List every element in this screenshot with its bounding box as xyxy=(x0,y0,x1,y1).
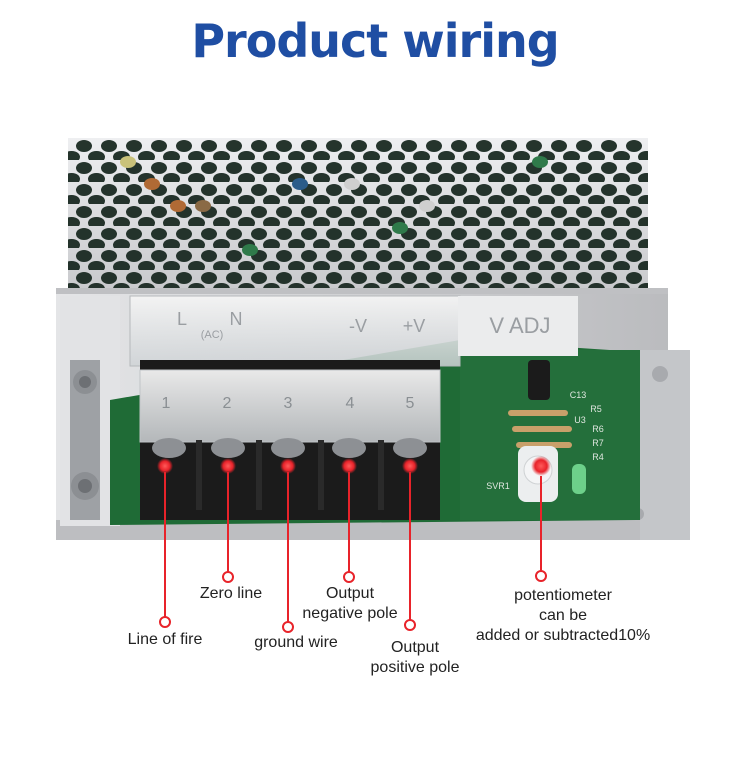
pcb-mark-r7: R7 xyxy=(592,438,604,448)
cover-mark-l: L xyxy=(177,309,187,329)
cover-mark-plus-v: +V xyxy=(403,316,426,336)
label-output-negative-pole: Output negative pole xyxy=(290,584,410,624)
pcb-mark-svr1: SVR1 xyxy=(486,481,510,491)
output-positive-line1: Output xyxy=(390,639,440,656)
output-positive-line2: positive pole xyxy=(370,659,460,676)
label-output-positive-pole: Output positive pole xyxy=(355,638,475,678)
line-of-fire-text: Line of fire xyxy=(127,631,203,648)
potentiometer-line1: potentiometer xyxy=(514,587,612,604)
ground-wire-text: ground wire xyxy=(254,634,338,651)
pcb-mark-u3: U3 xyxy=(574,415,586,425)
terminal-markers xyxy=(157,456,551,476)
cover-mark-n: N xyxy=(230,309,243,329)
page-title: Product wiring xyxy=(191,14,559,68)
potentiometer-line3: added or subtracted10% xyxy=(475,627,651,644)
callout-lines xyxy=(164,472,542,622)
cover-mark-minus-v: -V xyxy=(349,316,367,336)
perforated-lid xyxy=(68,138,648,288)
terminal-number-5: 5 xyxy=(406,395,415,412)
label-zero-line: Zero line xyxy=(181,584,281,604)
pcb-mark-c13: C13 xyxy=(570,390,587,400)
callout-end-circles xyxy=(159,570,547,633)
pcb-mark-r5: R5 xyxy=(590,404,602,414)
pcb-mark-r4: R4 xyxy=(592,452,604,462)
cover-mark-ac: (AC) xyxy=(201,329,224,341)
potentiometer-line2: can be xyxy=(538,607,588,624)
output-negative-line2: negative pole xyxy=(302,605,398,622)
label-ground-wire: ground wire xyxy=(236,633,356,653)
terminal-number-2: 2 xyxy=(223,395,232,412)
terminal-number-1: 1 xyxy=(162,395,171,412)
pcb-mark-r6: R6 xyxy=(592,424,604,434)
label-line-of-fire: Line of fire xyxy=(115,630,215,650)
cover-mark-v-adj: V ADJ xyxy=(489,313,550,338)
zero-line-text: Zero line xyxy=(199,585,263,602)
label-potentiometer: potentiometer can be added or subtracted… xyxy=(456,586,670,646)
terminal-block xyxy=(129,295,578,520)
output-negative-line1: Output xyxy=(325,585,375,602)
terminal-number-3: 3 xyxy=(284,395,293,412)
terminal-number-4: 4 xyxy=(346,395,355,412)
